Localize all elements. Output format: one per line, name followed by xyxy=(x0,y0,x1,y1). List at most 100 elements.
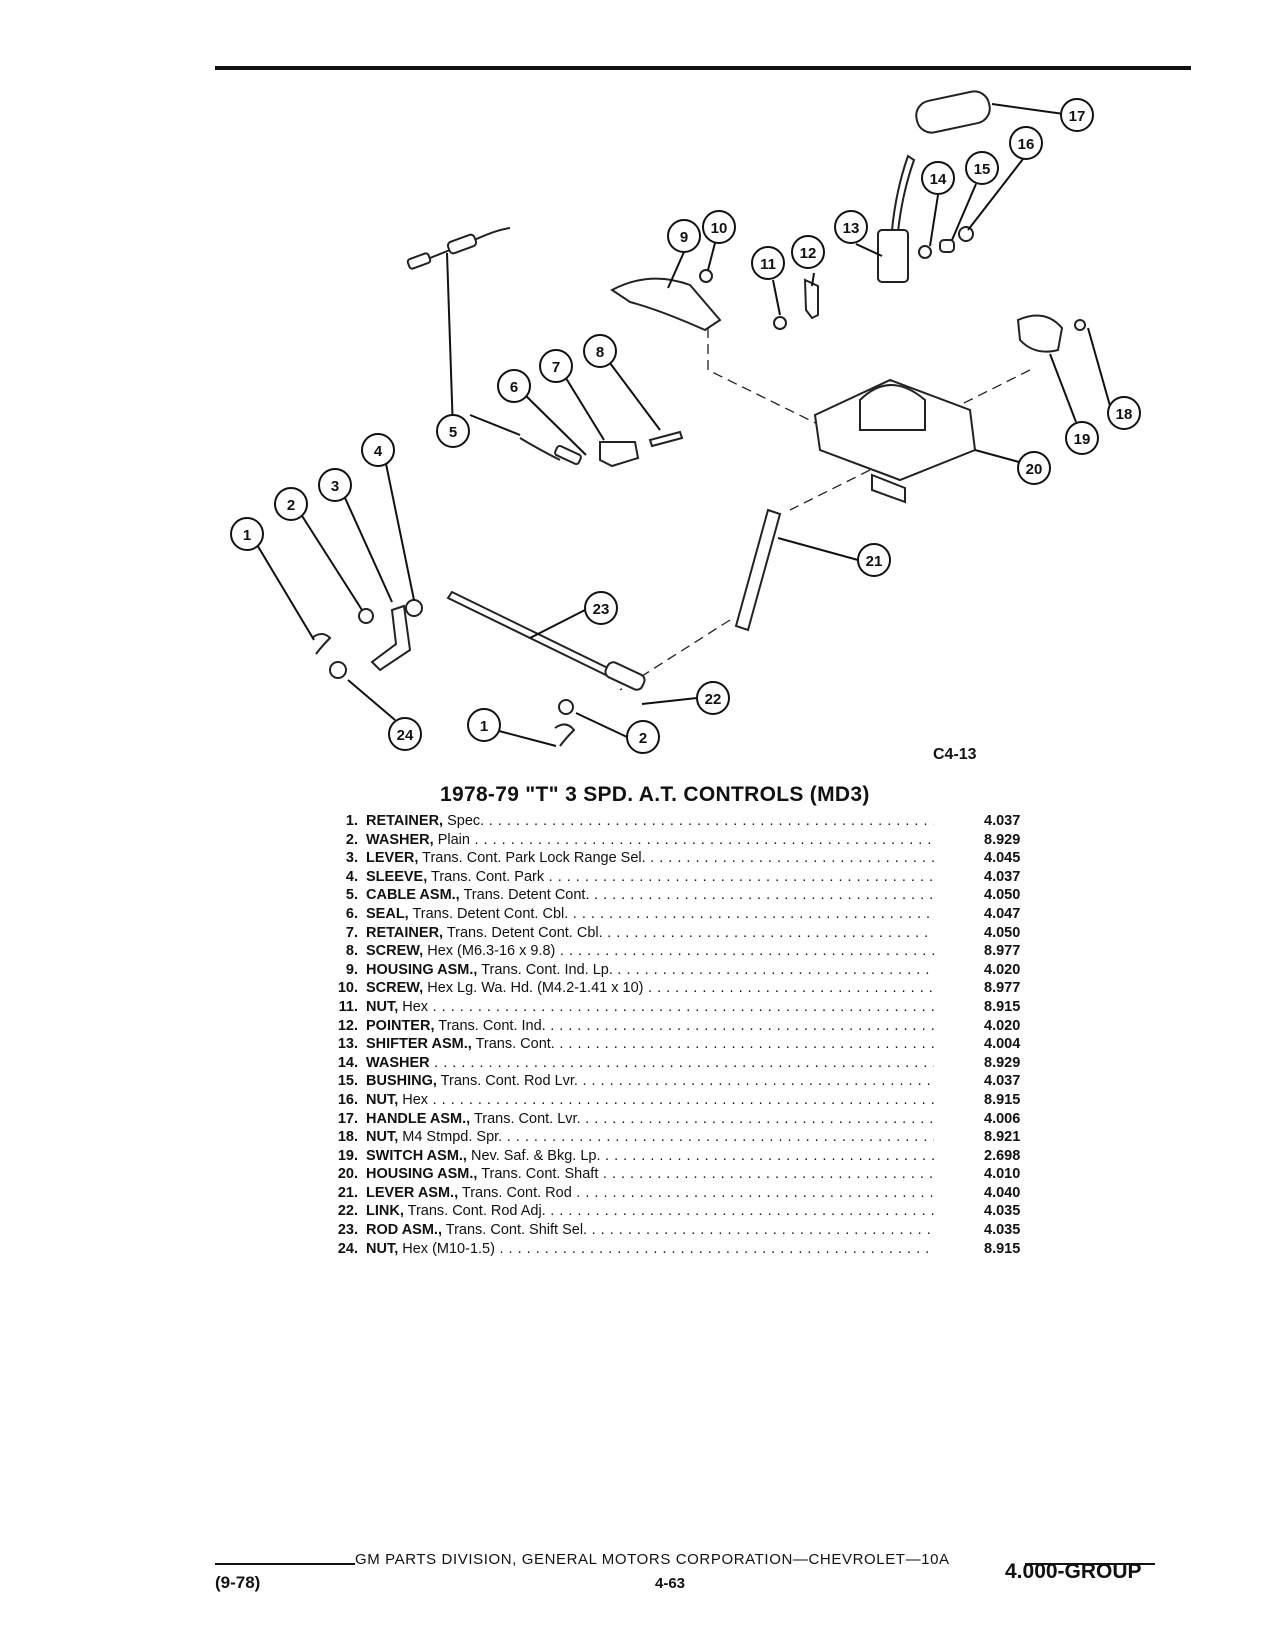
parts-list-row: 20.HOUSING ASM., Trans. Cont. Shaft4.010 xyxy=(320,1165,1080,1184)
washer xyxy=(918,245,932,259)
group-number: 4.047 xyxy=(984,905,1021,922)
part-name: HOUSING ASM., xyxy=(366,1166,478,1183)
part-number: 18. xyxy=(337,1129,358,1146)
washer xyxy=(558,699,574,715)
nut-hex xyxy=(958,226,974,242)
assembly-line xyxy=(929,369,1031,421)
parts-list-row: 22.LINK, Trans. Cont. Rod Adj.4.035 xyxy=(320,1202,1080,1221)
part-name: NUT, xyxy=(366,1091,399,1108)
callout-2: 2 xyxy=(274,487,308,521)
part-detail: Spec. xyxy=(443,813,485,829)
part-name: SLEEVE, xyxy=(366,868,428,885)
parts-list-row: 23.ROD ASM., Trans. Cont. Shift Sel.4.03… xyxy=(320,1221,1080,1240)
part-number: 7. xyxy=(345,924,358,941)
part-description: BUSHING, Trans. Cont. Rod Lvr. xyxy=(366,1072,934,1091)
svg-text:24: 24 xyxy=(397,727,414,744)
cable-assembly xyxy=(406,227,582,466)
part-description: LINK, Trans. Cont. Rod Adj. xyxy=(366,1202,934,1221)
part-name: NUT, xyxy=(366,1129,399,1146)
screw-hex xyxy=(699,269,713,283)
footer-rule-right xyxy=(1025,1563,1155,1565)
retainer-bracket xyxy=(599,441,640,468)
part-description: SCREW, Hex Lg. Wa. Hd. (M4.2-1.41 x 10) xyxy=(366,979,934,998)
part-number: 6. xyxy=(345,905,358,922)
parts-list-row: 24.NUT, Hex (M10-1.5)8.915 xyxy=(320,1240,1080,1259)
part-description: HANDLE ASM., Trans. Cont. Lvr. xyxy=(366,1110,934,1129)
part-number: 11. xyxy=(338,998,358,1015)
parts-list-row: 12.POINTER, Trans. Cont. Ind.4.020 xyxy=(320,1017,1080,1036)
callout-3: 3 xyxy=(318,468,352,502)
part-number: 4. xyxy=(345,868,358,885)
svg-text:9: 9 xyxy=(680,229,688,246)
svg-text:13: 13 xyxy=(843,220,860,237)
retainer-clip xyxy=(554,723,576,747)
svg-text:3: 3 xyxy=(331,478,339,495)
part-number: 3. xyxy=(345,850,358,867)
part-number: 16. xyxy=(337,1091,358,1108)
callout-9: 9 xyxy=(667,219,701,253)
group-number: 4.037 xyxy=(984,868,1021,885)
svg-text:12: 12 xyxy=(800,245,817,262)
parts-list-row: 4. SLEEVE, Trans. Cont. Park 4.037 xyxy=(320,868,1080,887)
parts-list-row: 6.SEAL, Trans. Detent Cont. Cbl.4.047 xyxy=(320,905,1080,924)
part-number: 24. xyxy=(337,1240,358,1257)
nut-hex xyxy=(329,661,347,679)
svg-text:23: 23 xyxy=(593,601,610,618)
callout-11: 11 xyxy=(751,246,785,280)
svg-text:10: 10 xyxy=(711,220,728,237)
part-name: SCREW, xyxy=(366,980,424,997)
footer-group: 4.000-GROUP xyxy=(1005,1560,1142,1583)
parts-list-row: 9.HOUSING ASM., Trans. Cont. Ind. Lp.4.0… xyxy=(320,961,1080,980)
indicator-lamp-housing xyxy=(610,277,722,332)
footer-page-number: 4-63 xyxy=(655,1575,686,1592)
part-detail: Plain xyxy=(433,831,470,848)
footer-publisher: GM PARTS DIVISION, GENERAL MOTORS CORPOR… xyxy=(355,1551,950,1568)
callout-2-lower: 2 xyxy=(626,720,660,754)
assembly-line xyxy=(619,619,731,691)
callout-13: 13 xyxy=(834,210,868,244)
parts-list-row: 8.SCREW, Hex (M6.3-16 x 9.8)8.977 xyxy=(320,942,1080,961)
neutral-safety-switch xyxy=(1016,314,1064,353)
parts-list-row: 14.WASHER8.929 xyxy=(320,1054,1080,1073)
group-number: 4.010 xyxy=(984,1166,1021,1183)
part-description: POINTER, Trans. Cont. Ind. xyxy=(366,1017,934,1036)
part-description: NUT, Hex (M10-1.5) xyxy=(366,1240,934,1259)
part-name: NUT, xyxy=(366,998,399,1015)
part-detail: Trans. Cont. Park xyxy=(427,868,545,885)
spring-nut xyxy=(1074,319,1086,331)
svg-text:20: 20 xyxy=(1026,461,1043,478)
part-description: LEVER, Trans. Cont. Park Lock Range Sel. xyxy=(366,849,934,868)
part-detail: Trans. Detent Cont. xyxy=(459,887,590,904)
part-detail: Hex xyxy=(398,1091,429,1108)
part-name: WASHER, xyxy=(366,831,434,848)
part-detail: Trans. Cont. Ind. xyxy=(434,1017,546,1034)
top-rule xyxy=(215,66,1191,70)
part-number: 9. xyxy=(345,961,358,978)
part-number: 13. xyxy=(337,1036,358,1053)
shaft-housing-assembly xyxy=(813,378,977,504)
callout-24: 24 xyxy=(388,717,422,751)
svg-text:1: 1 xyxy=(243,527,251,544)
part-description: HOUSING ASM., Trans. Cont. Shaft xyxy=(366,1165,934,1184)
washer xyxy=(358,608,374,624)
svg-text:6: 6 xyxy=(510,379,518,396)
sleeve xyxy=(405,599,423,617)
park-lock-lever xyxy=(370,604,412,672)
assembly-line xyxy=(707,328,851,441)
callout-20: 20 xyxy=(1017,451,1051,485)
group-number: 8.915 xyxy=(984,998,1021,1015)
group-number: 4.006 xyxy=(984,1110,1021,1127)
part-name: ROD ASM., xyxy=(366,1222,442,1239)
part-name: HANDLE ASM., xyxy=(366,1110,471,1127)
part-number: 10. xyxy=(337,980,358,997)
part-name: SWITCH ASM., xyxy=(366,1147,467,1164)
part-number: 17. xyxy=(337,1110,358,1127)
callout-23: 23 xyxy=(584,591,618,625)
part-description: LEVER ASM., Trans. Cont. Rod xyxy=(366,1184,934,1203)
group-number: 2.698 xyxy=(984,1147,1021,1164)
part-number: 12. xyxy=(337,1017,358,1034)
callout-10: 10 xyxy=(702,210,736,244)
group-number: 8.977 xyxy=(984,943,1021,960)
part-detail: Hex xyxy=(398,998,429,1015)
svg-text:2: 2 xyxy=(639,730,647,747)
